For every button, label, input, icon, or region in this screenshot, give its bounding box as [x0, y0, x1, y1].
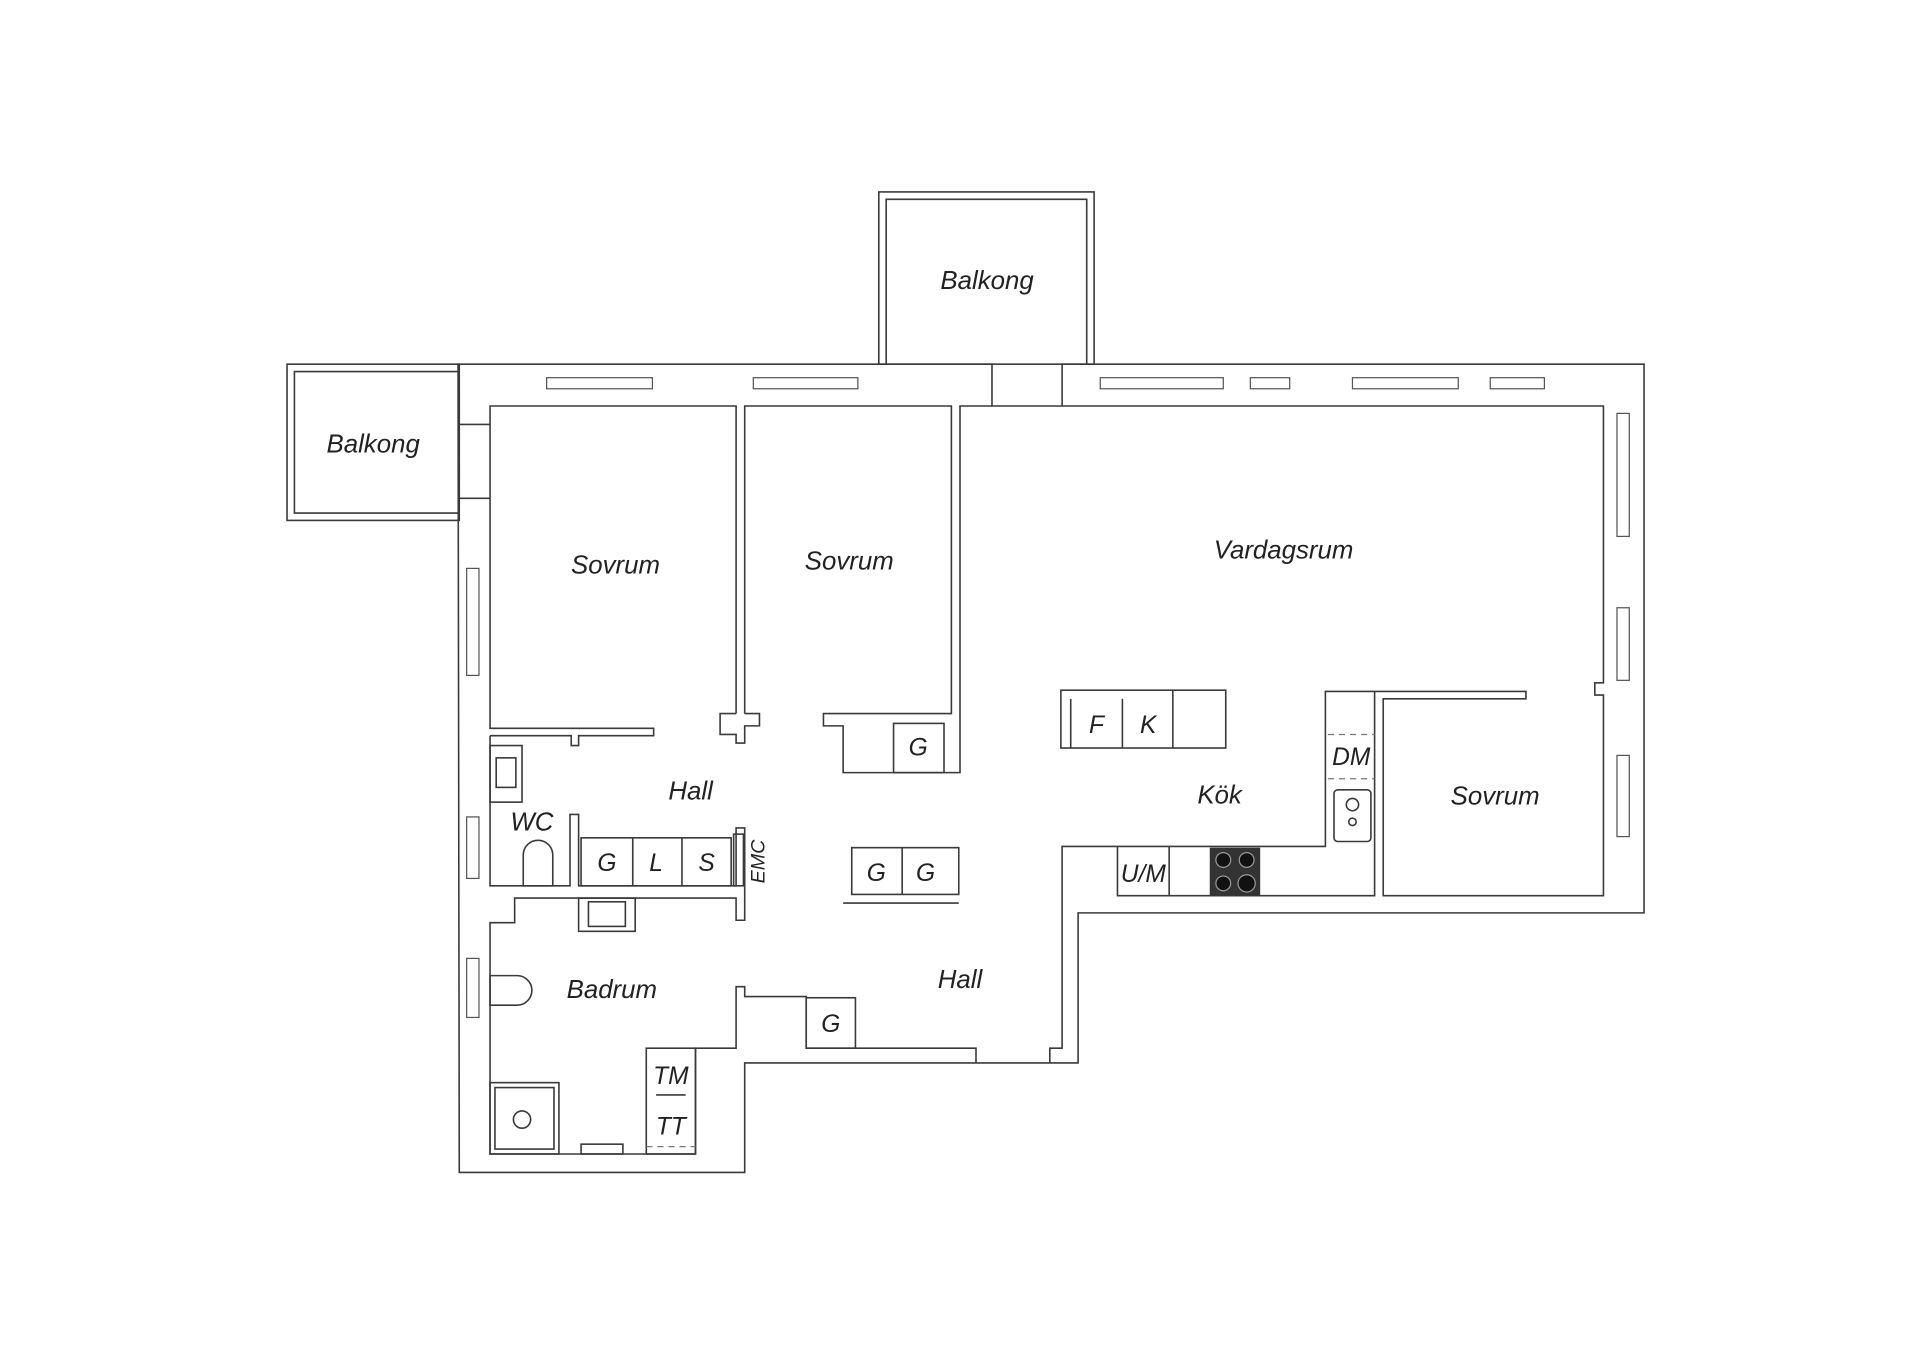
wc-sink-icon — [489, 744, 523, 803]
freezer-label: K — [1140, 712, 1158, 739]
wc-toilet-icon — [522, 839, 554, 887]
hall-wardrobes — [850, 846, 960, 896]
room-label-kitchen: Kök — [1197, 781, 1243, 809]
lower-hall-wardrobe-label: G — [821, 1011, 840, 1038]
bathroom-toilet-icon — [489, 974, 533, 1006]
lower-hall-wardrobe — [805, 996, 857, 1049]
room-label-bedroom-1: Sovrum — [571, 551, 660, 579]
electrical-cabinet-label: EMC — [747, 839, 769, 884]
wardrobe-bedroom2-label: G — [909, 734, 928, 761]
room-label-bathroom: Badrum — [567, 976, 657, 1004]
fridge-freezer-unit — [1060, 689, 1227, 749]
hall-wardrobe-2-label: G — [916, 860, 935, 887]
room-label-bedroom-3: Sovrum — [1451, 783, 1540, 811]
bathroom-sink-icon — [577, 897, 637, 933]
hall-closet-g-label: G — [597, 850, 616, 877]
bathroom-radiator — [580, 1143, 624, 1155]
inner-walls — [458, 405, 1605, 1155]
dishwasher-label: DM — [1332, 744, 1371, 771]
dryer-label: TM — [653, 1063, 689, 1090]
room-label-bedroom-2: Sovrum — [805, 548, 894, 576]
room-label-balcony-left: Balkong — [326, 431, 420, 459]
hall-closet-l-label: L — [649, 850, 663, 877]
shower-icon — [489, 1081, 560, 1155]
hall-closets — [580, 837, 732, 887]
room-label-hall-lower: Hall — [938, 966, 984, 994]
wardrobe-bedroom2 — [892, 722, 945, 774]
stove-icon — [1209, 847, 1261, 896]
outer-wall — [457, 363, 1645, 1174]
room-label-balcony-top: Balkong — [940, 267, 1034, 295]
windows — [466, 377, 1630, 1019]
room-label-living-room: Vardagsrum — [1214, 537, 1354, 565]
drying-cabinet-label: TT — [656, 1113, 688, 1140]
room-label-hall-upper: Hall — [668, 778, 714, 806]
hall-wardrobe-1-label: G — [867, 860, 886, 887]
hall-closet-s-label: S — [698, 850, 715, 877]
oven-micro-label: U/M — [1121, 861, 1167, 888]
fridge-label: F — [1089, 712, 1106, 739]
kitchen-sink-icon — [1333, 789, 1372, 843]
laundry-unit — [645, 1047, 697, 1155]
room-label-wc: WC — [510, 808, 553, 836]
balcony-left — [286, 363, 461, 522]
